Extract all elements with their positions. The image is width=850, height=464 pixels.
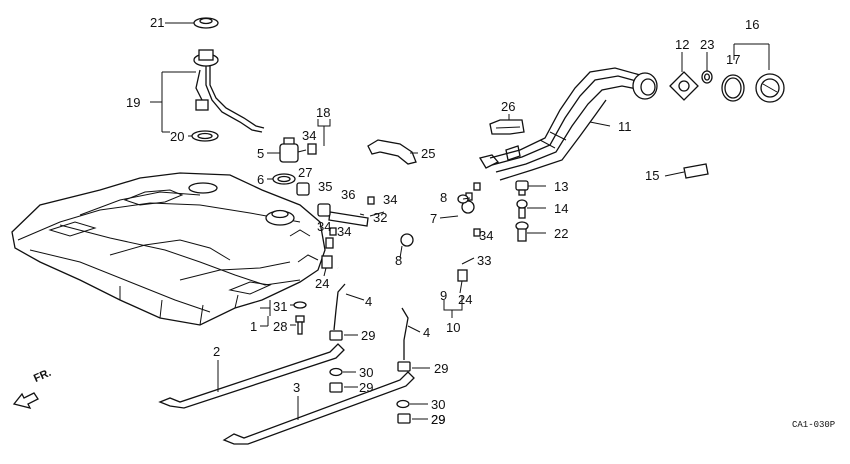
callout-8: 8 <box>440 190 447 205</box>
callout-32: 32 <box>373 210 387 225</box>
callout-12: 12 <box>675 37 689 52</box>
filler-cap-assembly <box>669 70 785 103</box>
callout-6: 6 <box>257 172 264 187</box>
vent-hose-curved <box>344 205 391 254</box>
callout-20: 20 <box>170 129 184 144</box>
callout-17: 17 <box>726 52 740 67</box>
fuel-return-hoses <box>333 250 463 293</box>
callout-3: 3 <box>293 380 300 395</box>
filler-neck-hose <box>400 194 475 247</box>
callout-29d: 29 <box>431 412 445 427</box>
callout-34d: 34 <box>383 192 397 207</box>
callout-23: 23 <box>700 37 714 52</box>
callout-29e: 29 <box>431 412 445 427</box>
callout-4b: 4 <box>423 325 430 340</box>
callout-5: 5 <box>257 146 264 161</box>
callout-25: 25 <box>421 146 435 161</box>
callout-16: 16 <box>745 17 759 32</box>
callout-34e: 34 <box>479 228 493 243</box>
callout-29: 29 <box>361 328 375 343</box>
callout-18: 18 <box>316 105 330 120</box>
callout-15: 15 <box>645 168 659 183</box>
callout-numbers: 21 19 20 5 6 27 18 34 25 26 11 12 23 16 … <box>126 15 759 427</box>
callout-8b: 8 <box>395 253 402 268</box>
callout-14: 14 <box>554 201 568 216</box>
callout-26: 26 <box>501 99 515 114</box>
filler-pipe-bracket <box>489 119 525 135</box>
callout-11: 11 <box>618 119 632 134</box>
callout-29b: 29 <box>434 361 448 376</box>
callout-10: 10 <box>446 320 460 335</box>
callout-2: 2 <box>213 344 220 359</box>
vent-hose <box>328 211 369 227</box>
fuel-pump-and-seals <box>272 137 310 196</box>
callout-13: 13 <box>554 179 568 194</box>
callout-24: 24 <box>315 276 329 291</box>
callout-34: 34 <box>302 128 316 143</box>
front-arrow-icon <box>12 392 39 409</box>
diagram-code: CA1-030P <box>792 420 836 430</box>
callout-21: 21 <box>150 15 164 30</box>
callout-27: 27 <box>298 165 312 180</box>
caution-label-plate <box>683 163 709 179</box>
callout-36: 36 <box>341 187 355 202</box>
callout-28: 28 <box>273 319 287 334</box>
fuel-lines <box>333 283 409 360</box>
callout-31: 31 <box>273 299 287 314</box>
callout-9: 9 <box>440 288 447 303</box>
nuts-and-washers <box>293 301 411 424</box>
callout-33: 33 <box>477 253 491 268</box>
mounting-bolts <box>515 180 529 242</box>
fuel-tank <box>11 172 326 326</box>
clamp-bracket <box>367 139 417 165</box>
leader-lines <box>150 22 770 420</box>
callout-1: 1 <box>250 319 257 334</box>
callout-22: 22 <box>554 226 568 241</box>
fuel-gauge-sender-unit <box>191 17 265 142</box>
vent-grommet <box>317 203 331 217</box>
callout-34c: 34 <box>337 224 351 239</box>
callout-34b: 34 <box>317 219 331 234</box>
callout-29c: 29 <box>359 380 373 395</box>
breather-hose <box>307 143 523 205</box>
callout-4: 4 <box>365 294 372 309</box>
callout-7: 7 <box>430 211 437 226</box>
tank-straps <box>158 343 415 445</box>
callout-30: 30 <box>359 365 373 380</box>
fuel-filler-pipe <box>478 67 658 181</box>
callout-35: 35 <box>318 179 332 194</box>
callout-24b: 24 <box>458 292 472 307</box>
callout-30b: 30 <box>431 397 445 412</box>
hose-clips <box>321 182 481 282</box>
callout-19: 19 <box>126 95 140 110</box>
